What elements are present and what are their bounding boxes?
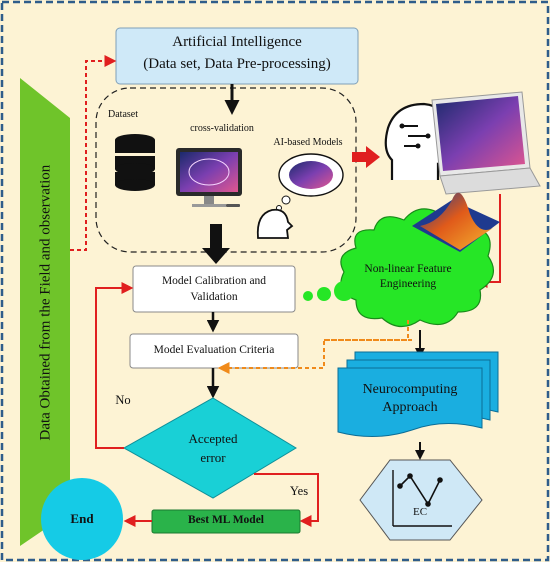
ai-box-title: Artificial Intelligence bbox=[172, 34, 302, 50]
laptop-icon bbox=[431, 91, 541, 195]
cross-validation-label: cross-validation bbox=[190, 123, 254, 134]
evaluation-label: Model Evaluation Criteria bbox=[153, 344, 275, 356]
database-icon bbox=[115, 134, 155, 191]
neurocomputing-label-line2: Approach bbox=[382, 400, 438, 415]
end-label: End bbox=[70, 511, 94, 526]
thinking-head-icon bbox=[256, 153, 344, 239]
field-data-sidebar bbox=[20, 78, 70, 546]
thought-bubble-large bbox=[334, 281, 354, 301]
yes-arrow bbox=[254, 473, 319, 527]
decision-diamond bbox=[122, 397, 297, 499]
end-circle bbox=[41, 478, 123, 560]
computer-monitor-icon bbox=[176, 148, 242, 207]
to-laptop-arrow bbox=[352, 146, 380, 168]
no-loop-arrow bbox=[95, 282, 134, 449]
ec-label: EC bbox=[412, 506, 428, 518]
matlab-logo-icon bbox=[412, 192, 500, 252]
decision-label-line2: error bbox=[200, 450, 226, 465]
ai-models-label: AI-based Models bbox=[273, 137, 343, 148]
best-model-label: Best ML Model bbox=[187, 514, 265, 526]
ai-box-subtitle: (Data set, Data Pre-processing) bbox=[143, 56, 331, 72]
dataset-label: Dataset bbox=[108, 109, 138, 120]
field-to-ai-arrow bbox=[70, 55, 117, 251]
decision-label-line1: Accepted bbox=[188, 431, 238, 446]
feature-engineering-label: Non-linear Feature Engineering bbox=[364, 263, 452, 290]
calibration-label: Model Calibration and Validation bbox=[161, 275, 267, 303]
thought-bubble-medium bbox=[317, 287, 331, 301]
neurocomputing-document-stack bbox=[337, 351, 499, 438]
region-down-arrow bbox=[202, 224, 230, 264]
result-hexagon bbox=[359, 459, 483, 541]
neurocomputing-label-line1: Neurocomputing bbox=[362, 382, 458, 397]
feature-to-evaluation-arrow bbox=[217, 320, 409, 374]
ec-chart-icon bbox=[392, 470, 452, 527]
yes-label: Yes bbox=[289, 484, 309, 498]
no-label: No bbox=[115, 393, 131, 407]
field-data-label: Data Obtained from the Field and observa… bbox=[37, 164, 54, 441]
thought-bubble-small bbox=[303, 291, 313, 301]
